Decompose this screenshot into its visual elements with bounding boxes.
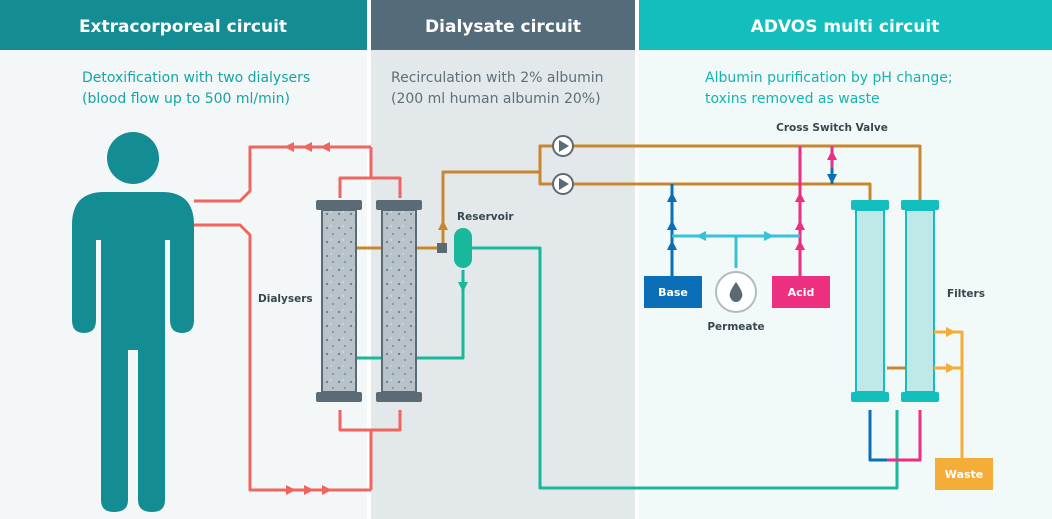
advos-desc-1: Albumin purification by pH change; xyxy=(705,70,953,86)
extracorporeal-desc-1: Detoxification with two dialysers xyxy=(82,70,310,86)
filter-left xyxy=(851,200,889,402)
waste-label: Waste xyxy=(945,468,983,481)
dialysate-header xyxy=(371,0,635,50)
advos-panel xyxy=(639,0,1052,519)
dialysers-label: Dialysers xyxy=(258,293,313,305)
extracorporeal-header xyxy=(0,0,367,50)
dialysate-title: Dialysate circuit xyxy=(425,17,581,37)
dialysate-desc-1: Recirculation with 2% albumin xyxy=(391,70,604,86)
person-icon xyxy=(72,132,194,512)
dialysate-desc-2: (200 ml human albumin 20%) xyxy=(391,91,601,107)
droplet-icon xyxy=(729,282,743,302)
permeate-tank xyxy=(715,271,757,313)
advos-title: ADVOS multi circuit xyxy=(751,17,940,37)
base-arrows xyxy=(667,174,837,250)
base-label: Base xyxy=(658,286,688,299)
acid-box xyxy=(772,276,830,308)
pump-icon xyxy=(552,135,574,157)
base-box xyxy=(644,276,702,308)
pump-icon xyxy=(552,173,574,195)
dialyser-right xyxy=(376,200,422,402)
permeate-label: Permeate xyxy=(707,321,764,333)
arrow-icon xyxy=(438,220,448,230)
extracorporeal-desc-2: (blood flow up to 500 ml/min) xyxy=(82,91,290,107)
arrow-icon xyxy=(946,363,956,373)
waste-box xyxy=(935,458,993,490)
arrow-icon xyxy=(764,231,774,241)
advos-header xyxy=(639,0,1052,50)
cross-switch-valve-label: Cross Switch Valve xyxy=(776,122,888,134)
advos-desc-2: toxins removed as waste xyxy=(705,91,880,107)
filters-label: Filters xyxy=(947,288,985,300)
arrow-icon xyxy=(946,327,956,337)
blood-flow-arrows xyxy=(284,142,332,495)
reservoir-valve xyxy=(437,243,447,253)
acid-arrows xyxy=(795,150,837,250)
arrow-icon xyxy=(696,231,706,241)
reservoir-label: Reservoir xyxy=(457,211,514,223)
reservoir xyxy=(454,228,472,268)
acid-label: Acid xyxy=(788,286,815,299)
filter-right xyxy=(901,200,939,402)
arrow-icon xyxy=(458,282,468,292)
dialyser-left xyxy=(316,200,362,402)
extracorporeal-title: Extracorporeal circuit xyxy=(79,17,287,37)
